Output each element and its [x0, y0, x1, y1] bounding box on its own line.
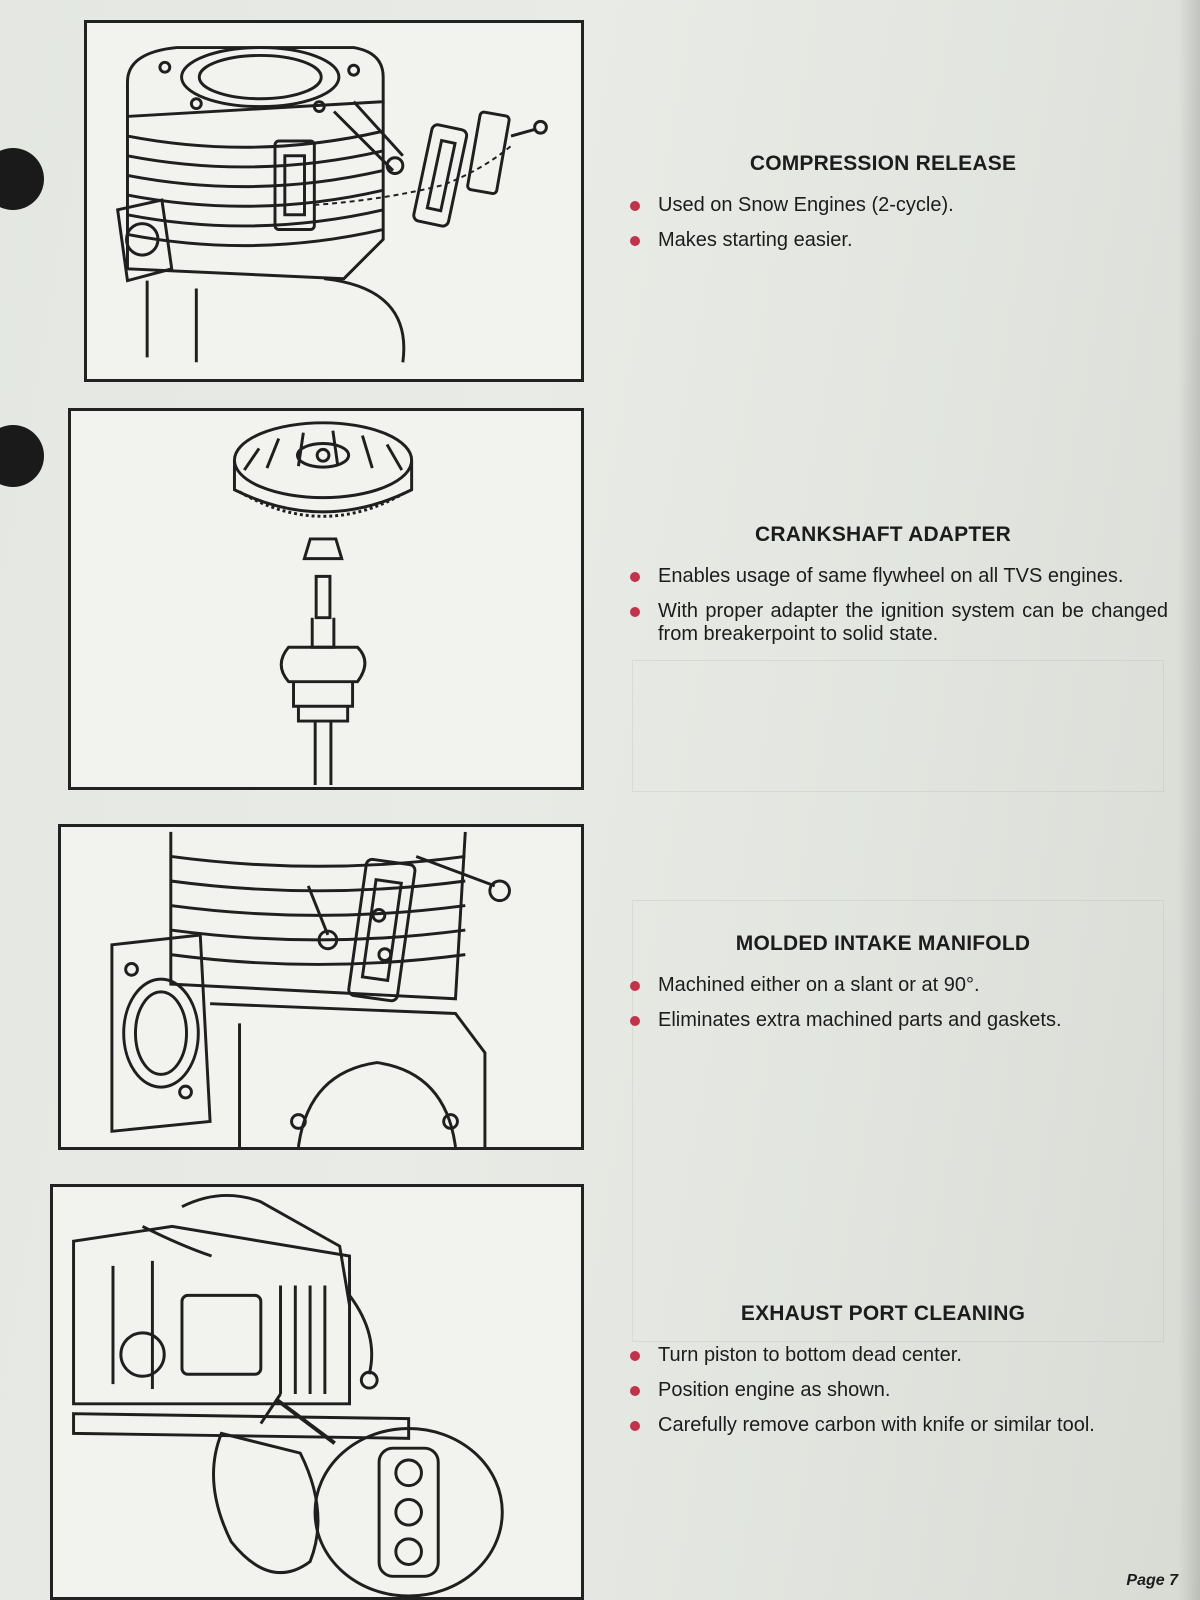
bullet-icon [630, 236, 640, 246]
bullet-text: Used on Snow Engines (2-cycle). [658, 194, 954, 216]
illustration-compression-release [84, 20, 584, 382]
bullet-item: Used on Snow Engines (2-cycle). [628, 194, 1168, 217]
bullet-text: Turn piston to bottom dead center. [658, 1344, 962, 1366]
bullet-item: With proper adapter the ignition system … [628, 600, 1168, 646]
section-crankshaft-adapter: CRANKSHAFT ADAPTER Enables usage of same… [628, 523, 1168, 658]
bullet-item: Turn piston to bottom dead center. [628, 1344, 1168, 1367]
section-exhaust-port-cleaning: EXHAUST PORT CLEANING Turn piston to bot… [628, 1302, 1168, 1449]
bullet-text: With proper adapter the ignition system … [658, 600, 1168, 645]
bullet-icon [630, 1351, 640, 1361]
bullet-item: Carefully remove carbon with knife or si… [628, 1414, 1168, 1437]
bullet-text: Makes starting easier. [658, 229, 853, 251]
exhaust-port-drawing [72, 1193, 504, 1597]
bullet-text: Machined either on a slant or at 90°. [658, 974, 980, 996]
bullet-list: Turn piston to bottom dead center. Posit… [628, 1344, 1168, 1437]
intake-manifold-drawing [110, 831, 511, 1147]
bullet-text: Eliminates extra machined parts and gask… [658, 1009, 1062, 1031]
cylinder-head-drawing [115, 46, 548, 363]
section-title: COMPRESSION RELEASE [749, 152, 1017, 175]
binder-hole-1 [0, 148, 44, 210]
section-molded-intake-manifold: MOLDED INTAKE MANIFOLD Machined either o… [628, 932, 1168, 1044]
bullet-item: Position engine as shown. [628, 1379, 1168, 1402]
bullet-item: Eliminates extra machined parts and gask… [628, 1009, 1168, 1032]
illustration-crankshaft-adapter [68, 408, 584, 790]
show-through-box [632, 660, 1164, 792]
bullet-text: Carefully remove carbon with knife or si… [658, 1414, 1095, 1436]
bullet-list: Enables usage of same flywheel on all TV… [628, 565, 1168, 646]
illustration-intake-manifold [58, 824, 584, 1150]
bullet-icon [630, 1386, 640, 1396]
illustration-exhaust-port-cleaning [50, 1184, 584, 1600]
bullet-item: Makes starting easier. [628, 229, 1168, 252]
bullet-icon [630, 572, 640, 582]
bullet-icon [630, 201, 640, 211]
flywheel-crankshaft-drawing [232, 421, 414, 786]
section-title: MOLDED INTAKE MANIFOLD [735, 932, 1031, 955]
bullet-list: Used on Snow Engines (2-cycle). Makes st… [628, 194, 1168, 252]
bullet-icon [630, 607, 640, 617]
page-edge-shadow [1178, 0, 1200, 1600]
bullet-list: Machined either on a slant or at 90°. El… [628, 974, 1168, 1032]
bullet-icon [630, 981, 640, 991]
section-compression-release: COMPRESSION RELEASE Used on Snow Engines… [628, 152, 1168, 264]
bullet-item: Machined either on a slant or at 90°. [628, 974, 1168, 997]
bullet-icon [630, 1016, 640, 1026]
bullet-text: Enables usage of same flywheel on all TV… [658, 565, 1124, 587]
bullet-text: Position engine as shown. [658, 1379, 891, 1401]
page-number: Page 7 [1126, 1572, 1178, 1589]
section-title: EXHAUST PORT CLEANING [740, 1302, 1026, 1325]
section-title: CRANKSHAFT ADAPTER [755, 523, 1011, 546]
bullet-item: Enables usage of same flywheel on all TV… [628, 565, 1168, 588]
binder-hole-2 [0, 425, 44, 487]
bullet-icon [630, 1421, 640, 1431]
show-through-box [632, 900, 1164, 1342]
